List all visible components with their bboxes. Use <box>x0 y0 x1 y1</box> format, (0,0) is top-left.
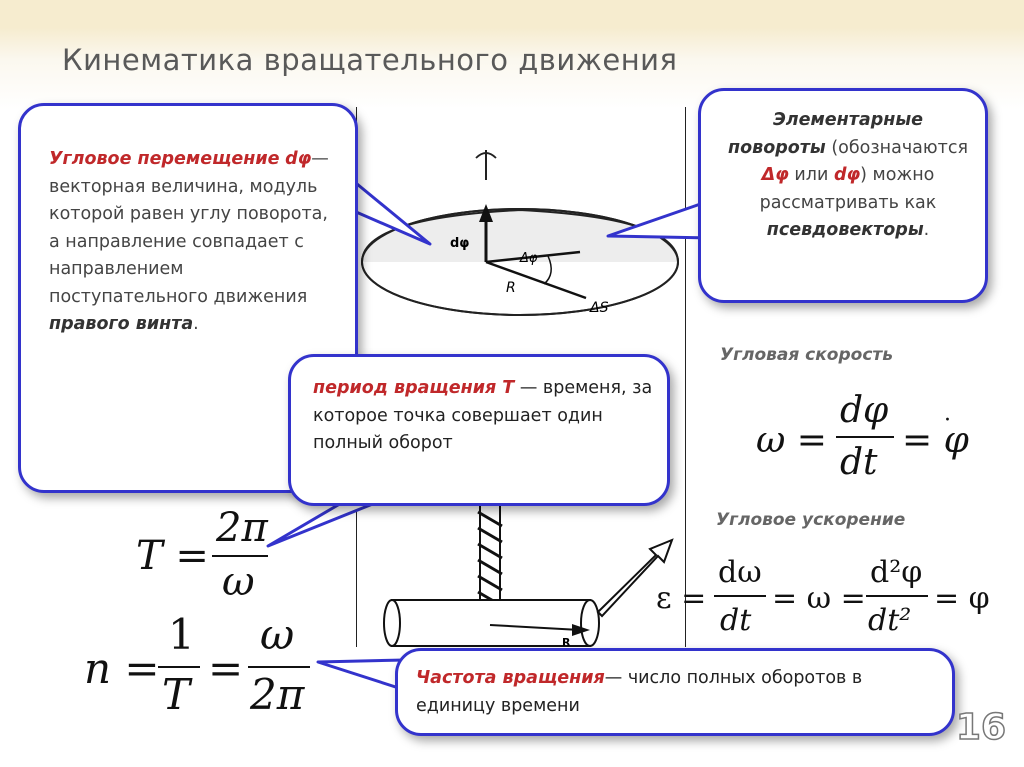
dot-accent: · <box>944 408 951 433</box>
term-pseudovectors: псевдовекторы <box>766 220 924 240</box>
term-period: период вращения T <box>313 378 515 398</box>
formula-period-den: ω <box>222 559 255 605</box>
elementary-text-3: ) можно рассматривать как <box>759 165 937 213</box>
formula-epsilon-num2: d²φ <box>870 555 923 590</box>
callout-period: период вращения T — временя, за которое … <box>288 354 670 506</box>
formula-frequency-num1: 1 <box>168 610 195 659</box>
term-elementary-rotations: Элементарные повороты <box>728 110 924 158</box>
formula-period: T = 2π ω <box>136 505 276 605</box>
elementary-text-2: или <box>794 165 829 185</box>
elementary-text-1: (обозначаются <box>831 137 968 158</box>
formula-period-num: 2π <box>216 505 268 551</box>
callout-frequency: Частота вращения— число полных оборотов … <box>395 648 955 736</box>
delta-s-label: ΔS <box>589 300 609 316</box>
period-mark-1: . <box>193 314 199 334</box>
formula-omega-den: dt <box>840 442 878 483</box>
d-phi-label: dφ <box>450 236 469 251</box>
formula-epsilon-lhs: ε = <box>656 581 707 616</box>
delta-phi-label: Δφ <box>519 251 538 266</box>
period-text: — временя, за которое точка совершает од… <box>313 378 653 453</box>
formula-angular-velocity: ω = dφ dt = φ · <box>756 390 976 490</box>
radius-label: R <box>506 280 516 296</box>
rotation-arrow-icon <box>475 152 497 159</box>
formula-omega-lhs: ω = <box>756 420 827 461</box>
symbol-delta-phi: Δφ <box>761 165 789 185</box>
formula-frequency-lhs: n = <box>84 644 160 693</box>
fraction-bar <box>714 595 766 597</box>
formula-omega-num: dφ <box>840 390 889 431</box>
formula-period-lhs: T = <box>136 533 209 579</box>
fraction-bar <box>836 436 894 438</box>
angular-velocity-label: Угловая скорость <box>720 345 894 365</box>
formula-frequency-den1: T <box>162 670 191 719</box>
formula-epsilon-den1: dt <box>720 603 752 638</box>
formula-frequency-num2: ω <box>260 610 295 659</box>
formula-frequency-den2: 2π <box>250 670 305 719</box>
formula-angular-acceleration: ε = dω dt = ω = d²φ dt² = φ <box>656 555 996 655</box>
term-frequency: Частота вращения <box>416 668 605 688</box>
slide-title: Кинематика вращательного движения <box>62 43 678 77</box>
frequency-text: — число полных оборотов в единицу времен… <box>416 668 863 716</box>
symbol-d-phi: dφ <box>285 149 312 169</box>
formula-epsilon-num1: dω <box>718 555 762 590</box>
angular-acceleration-label: Угловое ускорение <box>716 510 906 530</box>
term-angular-displacement: Угловое перемещение <box>49 149 280 169</box>
direction-arrow-icon <box>596 538 674 618</box>
period-mark-2: . <box>923 220 930 240</box>
symbol-d-phi-2: dφ <box>833 165 861 185</box>
formula-omega-rhs: = φ <box>902 420 969 461</box>
page-number: 16 <box>955 706 1007 749</box>
term-right-screw: правого винта <box>49 314 194 334</box>
formula-frequency-eq: = <box>208 644 244 693</box>
fraction-bar <box>212 555 268 557</box>
angular-displacement-text: — векторная величина, модуль которой рав… <box>49 149 329 307</box>
rod-radius-label: R <box>562 636 571 649</box>
fraction-bar <box>866 595 928 597</box>
fraction-bar <box>158 666 200 668</box>
callout-elementary-rotations: Элементарные повороты (обозначаются Δφ и… <box>698 88 988 303</box>
formula-frequency: n = 1 T = ω 2π <box>84 610 324 730</box>
formula-epsilon-rhs: = φ <box>934 581 990 616</box>
formula-epsilon-mid: = ω = <box>772 581 866 616</box>
fraction-bar <box>248 666 310 668</box>
formula-epsilon-den2: dt² <box>868 603 912 638</box>
